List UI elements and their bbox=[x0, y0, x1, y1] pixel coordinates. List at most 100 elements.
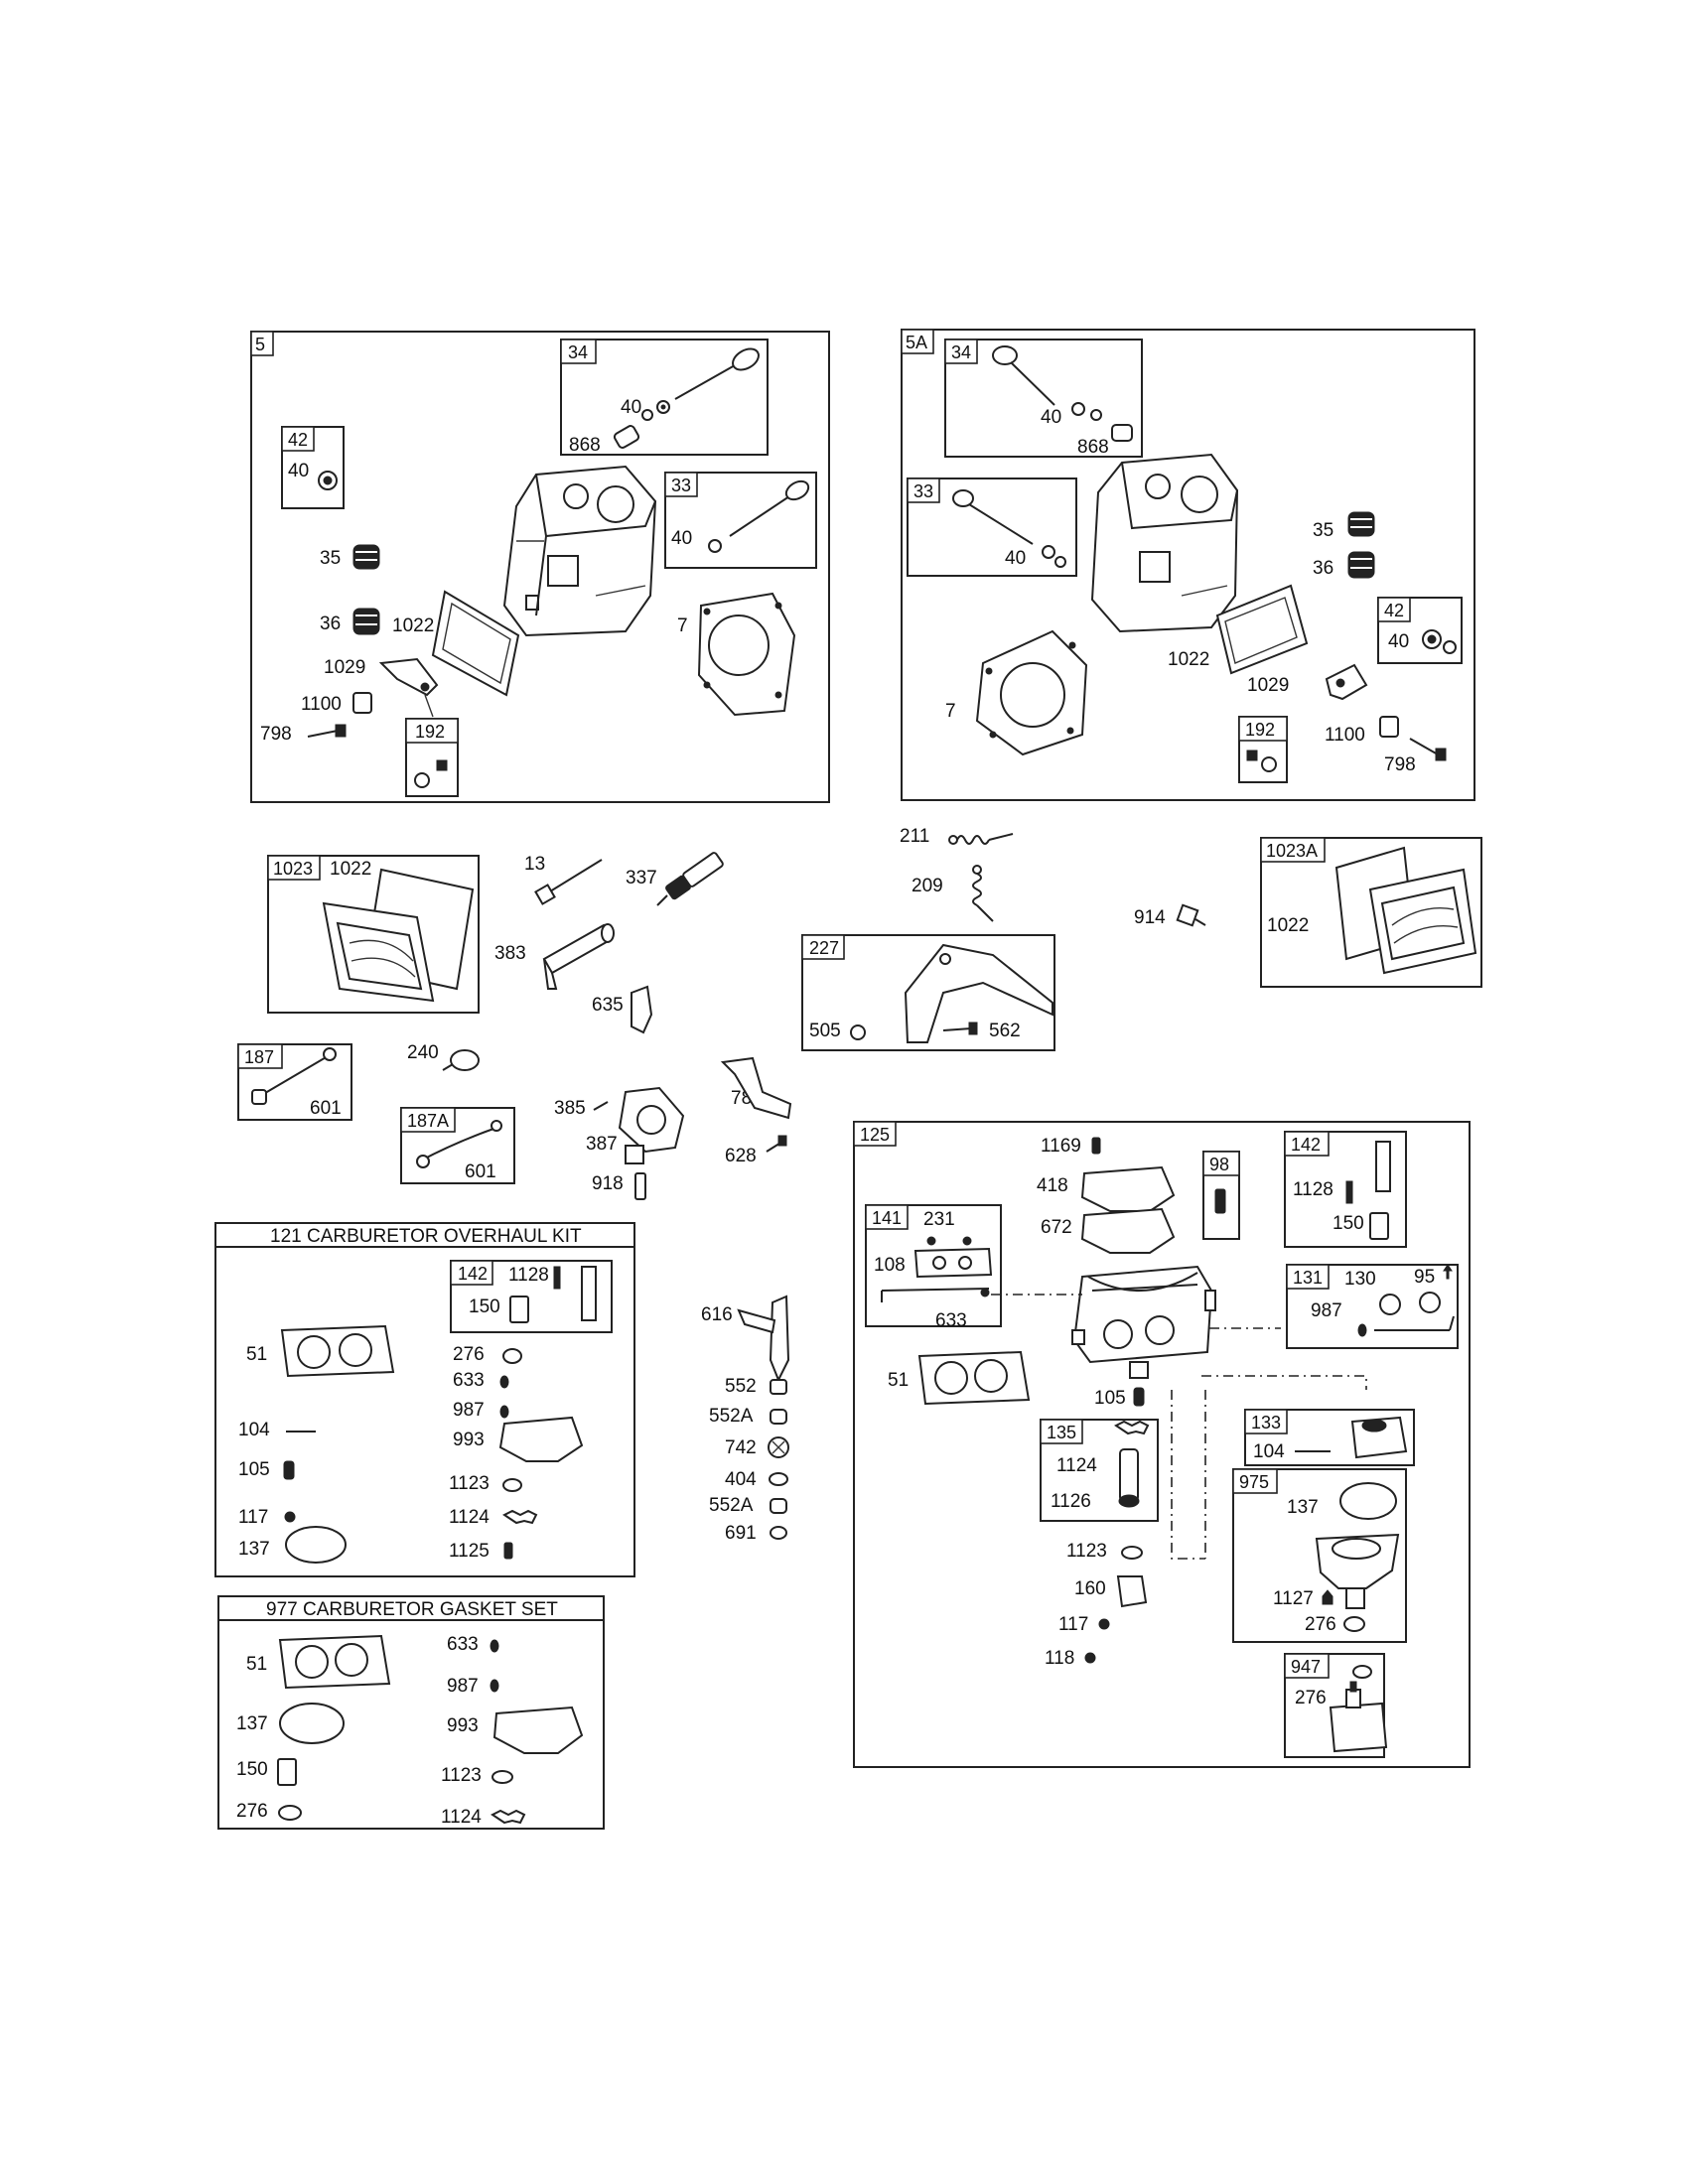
svg-text:192: 192 bbox=[415, 722, 445, 742]
box-34 bbox=[560, 339, 769, 456]
svg-text:33: 33 bbox=[671, 476, 691, 495]
carb-gasket-51-icon bbox=[280, 1324, 395, 1378]
svg-text:36: 36 bbox=[1313, 558, 1333, 579]
box-142-carb bbox=[1284, 1131, 1407, 1248]
svg-text:633: 633 bbox=[453, 1370, 485, 1391]
svg-text:95: 95 bbox=[1414, 1267, 1435, 1288]
o-ring-137-icon bbox=[285, 1526, 347, 1564]
sensor-240-icon bbox=[442, 1049, 480, 1071]
valve-cover-icon bbox=[322, 901, 435, 1003]
svg-text:118: 118 bbox=[1045, 1648, 1074, 1669]
box-187a bbox=[400, 1107, 515, 1184]
svg-text:1123: 1123 bbox=[1066, 1541, 1107, 1562]
svg-text:552A: 552A bbox=[709, 1406, 754, 1427]
svg-text:868: 868 bbox=[569, 435, 601, 456]
svg-text:7: 7 bbox=[945, 701, 956, 722]
svg-text:798: 798 bbox=[1384, 754, 1416, 775]
box-1023 bbox=[267, 855, 480, 1014]
svg-text:505: 505 bbox=[809, 1021, 841, 1041]
svg-text:1100: 1100 bbox=[1325, 725, 1365, 746]
svg-text:1126: 1126 bbox=[1051, 1491, 1091, 1512]
fitting-635-icon bbox=[631, 985, 653, 1034]
svg-text:35: 35 bbox=[1313, 520, 1333, 541]
svg-text:7: 7 bbox=[677, 615, 688, 636]
svg-text:135: 135 bbox=[1047, 1423, 1076, 1442]
svg-text:691: 691 bbox=[725, 1523, 757, 1544]
rocker-stud-5a-icon bbox=[1379, 716, 1399, 738]
middle-parts: 1023 1022 13 337 383 635 211 209 914 bbox=[237, 826, 1482, 1200]
spring-36-5a-icon bbox=[1347, 551, 1375, 579]
svg-text:231: 231 bbox=[923, 1209, 955, 1230]
svg-text:276: 276 bbox=[1295, 1688, 1327, 1708]
svg-text:141: 141 bbox=[872, 1208, 902, 1228]
fuel-pump-387-icon bbox=[618, 1086, 685, 1164]
svg-text:672: 672 bbox=[1041, 1217, 1072, 1238]
box-33 bbox=[664, 472, 817, 569]
svg-text:975: 975 bbox=[1239, 1472, 1269, 1492]
screw-914-icon bbox=[1176, 903, 1206, 927]
svg-text:187A: 187A bbox=[407, 1111, 449, 1131]
rocker-stud-icon bbox=[352, 692, 372, 714]
svg-text:987: 987 bbox=[1311, 1300, 1342, 1321]
spark-plug-icon bbox=[656, 852, 724, 906]
svg-text:418: 418 bbox=[1037, 1175, 1068, 1196]
box-34-5a bbox=[944, 339, 1143, 458]
cylinder-head-icon bbox=[502, 465, 657, 637]
head-gasket-icon bbox=[697, 592, 796, 717]
carburetor-125: 125 1169 418 672 98 142 1128 150 141 231… bbox=[853, 1121, 1471, 1768]
box-947 bbox=[1284, 1653, 1385, 1758]
gasket-set-frame bbox=[217, 1595, 605, 1830]
svg-text:868: 868 bbox=[1077, 437, 1109, 458]
svg-text:1127: 1127 bbox=[1273, 1588, 1314, 1609]
svg-text:1169: 1169 bbox=[1041, 1136, 1081, 1157]
svg-text:209: 209 bbox=[912, 876, 943, 896]
svg-text:130: 130 bbox=[1344, 1269, 1376, 1290]
assembly-5a-frame bbox=[901, 329, 1475, 801]
overhaul-kit: 121 CARBURETOR OVERHAUL KIT 142 1128 150… bbox=[214, 1222, 635, 1577]
svg-text:387: 387 bbox=[586, 1134, 618, 1155]
svg-text:552A: 552A bbox=[709, 1495, 754, 1516]
assembly-5a-tag: 5A bbox=[906, 333, 927, 352]
assembly-5a: 5A 34 40 868 33 40 35 36 42 40 bbox=[901, 329, 1475, 801]
svg-text:798: 798 bbox=[260, 724, 292, 745]
o-ring-137b-icon bbox=[279, 1703, 345, 1744]
valve-cover-gasket-icon bbox=[431, 590, 520, 697]
cylinder-head-5a-icon bbox=[1090, 453, 1239, 633]
svg-text:133: 133 bbox=[1251, 1413, 1281, 1433]
svg-text:105: 105 bbox=[238, 1459, 270, 1480]
carburetor-125-frame bbox=[853, 1121, 1471, 1768]
svg-text:125: 125 bbox=[860, 1125, 890, 1145]
svg-text:131: 131 bbox=[1293, 1268, 1323, 1288]
svg-text:276: 276 bbox=[236, 1801, 268, 1822]
box-33-5a bbox=[907, 478, 1077, 577]
svg-text:142: 142 bbox=[1291, 1135, 1321, 1155]
nozzle-616-icon bbox=[737, 1295, 790, 1383]
svg-text:616: 616 bbox=[701, 1304, 733, 1325]
svg-text:192: 192 bbox=[1245, 720, 1275, 740]
svg-text:227: 227 bbox=[809, 938, 839, 958]
svg-text:240: 240 bbox=[407, 1042, 439, 1063]
carb-gasket-51c-icon bbox=[917, 1350, 1031, 1406]
svg-text:137: 137 bbox=[238, 1539, 270, 1560]
assembly-5-tag: 5 bbox=[255, 335, 265, 354]
assembly-5: 5 34 40 868 42 40 33 40 35 36 bbox=[250, 331, 830, 803]
svg-text:383: 383 bbox=[494, 943, 526, 964]
svg-text:137: 137 bbox=[1287, 1497, 1319, 1518]
carburetor-body-icon bbox=[1071, 1265, 1216, 1379]
svg-text:108: 108 bbox=[874, 1255, 906, 1276]
box-227 bbox=[801, 934, 1055, 1051]
assembly-5-tag-box bbox=[250, 331, 274, 356]
svg-text:13: 13 bbox=[524, 854, 545, 875]
spring-36-icon bbox=[352, 608, 380, 635]
float-bowl-975-icon bbox=[1315, 1533, 1400, 1609]
gasket-672-icon bbox=[1080, 1207, 1176, 1254]
svg-text:51: 51 bbox=[246, 1344, 267, 1365]
svg-text:276: 276 bbox=[1305, 1614, 1336, 1635]
svg-text:1022: 1022 bbox=[1168, 649, 1209, 670]
svg-text:40: 40 bbox=[1388, 631, 1409, 652]
overhaul-kit-title: 121 CARBURETOR OVERHAUL KIT bbox=[270, 1226, 582, 1247]
svg-text:150: 150 bbox=[1333, 1213, 1364, 1234]
svg-text:35: 35 bbox=[320, 548, 341, 569]
main-jet-1126-icon bbox=[1118, 1448, 1140, 1508]
